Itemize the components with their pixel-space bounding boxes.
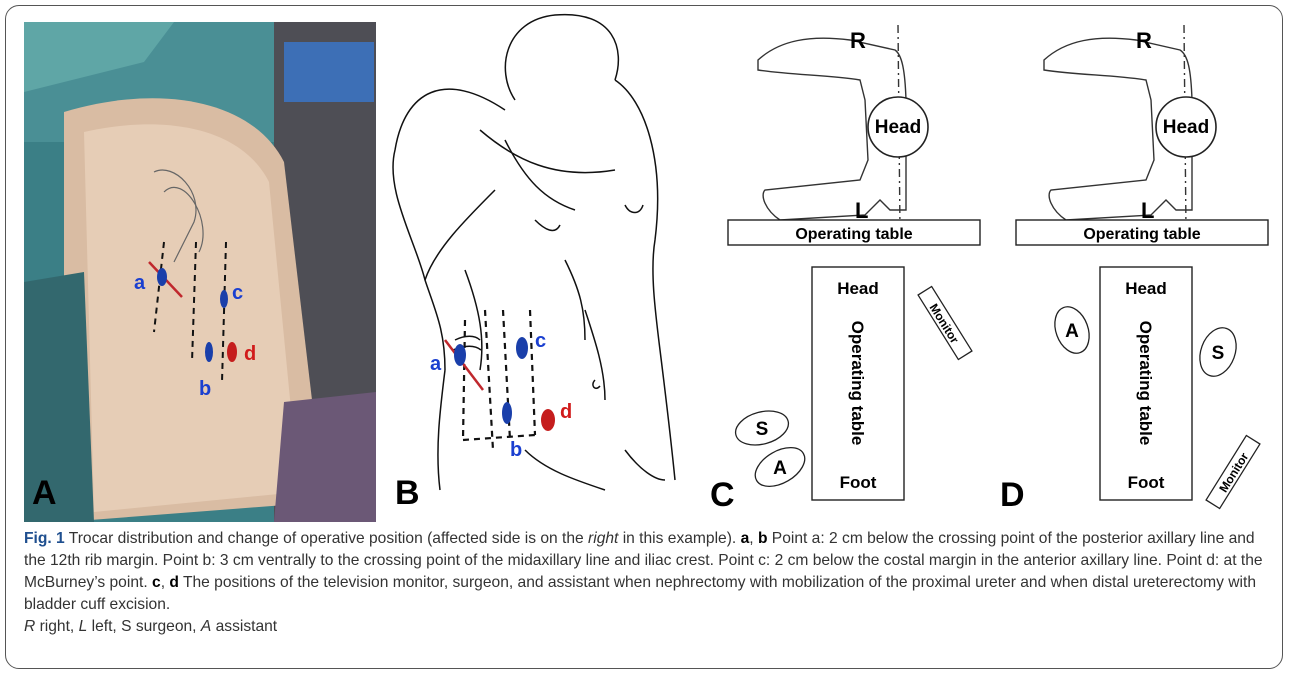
position-diagram-c-svg: Head R L Operating table Head Foot Opera…: [720, 10, 1000, 522]
photo-point-c-marker: [220, 290, 228, 308]
drawing-label-c: c: [535, 330, 546, 352]
table-head-c: Head: [837, 279, 879, 298]
operating-table-bar-c-label: Operating table: [795, 226, 912, 243]
caption-intro-end: in this example).: [618, 530, 740, 547]
caption-abbr-l-text: left, S surgeon,: [87, 618, 201, 635]
drawing-label-a: a: [430, 353, 442, 375]
caption-abbr-l: L: [79, 618, 88, 635]
head-circle-c-label: Head: [875, 117, 921, 138]
drawing-point-d-marker: [541, 409, 555, 431]
assistant-d-label: A: [1065, 321, 1079, 342]
left-label-d: L: [1141, 198, 1154, 223]
monitor-d: Monitor: [1206, 436, 1260, 509]
panel-letter-b: B: [395, 474, 420, 513]
panel-letter-c: C: [710, 476, 735, 515]
assistant-c-label: A: [773, 458, 787, 479]
caption-abbr-a-text: assistant: [211, 618, 277, 635]
panel-letter-d: D: [1000, 476, 1025, 515]
photo-point-b-marker: [205, 342, 213, 362]
caption-intro: Trocar distribution and change of operat…: [65, 530, 588, 547]
drawing-point-a-marker: [454, 344, 466, 366]
patient-photo: a b c d A: [24, 22, 376, 522]
caption-fig-label: Fig. 1: [24, 530, 65, 547]
table-foot-d: Foot: [1128, 473, 1165, 492]
caption-cd-c: c: [152, 574, 161, 591]
surgeon-d-label: S: [1212, 343, 1225, 364]
photo-label-a: a: [134, 272, 146, 294]
operating-table-bar-d-label: Operating table: [1083, 226, 1200, 243]
right-label-d: R: [1136, 28, 1152, 53]
drawing-point-c-marker: [516, 337, 528, 359]
drawing-point-b-marker: [502, 402, 512, 424]
torso-drawing: a b c d: [385, 10, 700, 522]
table-foot-c: Foot: [840, 473, 877, 492]
caption-abbr-a: A: [201, 618, 211, 635]
table-vertical-c: Operating table: [848, 321, 867, 446]
drawing-label-b: b: [510, 439, 522, 461]
photo-point-a-marker: [157, 268, 167, 286]
head-circle-d-label: Head: [1163, 117, 1209, 138]
position-diagram-d-svg: Head R L Operating table Head Foot Opera…: [1008, 10, 1276, 522]
figure-caption: Fig. 1 Trocar distribution and change of…: [24, 528, 1269, 638]
caption-cd-text: The positions of the television monitor,…: [24, 574, 1256, 613]
caption-ab-a: a: [741, 530, 750, 547]
table-head-d: Head: [1125, 279, 1167, 298]
photo-label-b: b: [199, 378, 211, 400]
drawing-label-d: d: [560, 401, 572, 423]
caption-abbr-r: R: [24, 618, 35, 635]
caption-abbr-r-text: right,: [35, 618, 78, 635]
caption-cd-d: d: [169, 574, 179, 591]
right-label-c: R: [850, 28, 866, 53]
left-label-c: L: [855, 198, 868, 223]
caption-intro-italic: right: [588, 530, 618, 547]
torso-drawing-panel: a b c d B: [385, 10, 700, 522]
position-diagram-d: Head R L Operating table Head Foot Opera…: [1008, 10, 1276, 522]
panel-letter-a: A: [32, 474, 57, 513]
monitor-c: Monitor: [918, 287, 972, 360]
photo-label-d: d: [244, 343, 256, 365]
position-diagram-c: Head R L Operating table Head Foot Opera…: [720, 10, 1000, 522]
photo-label-c: c: [232, 282, 243, 304]
caption-ab-sep: ,: [749, 530, 758, 547]
photo-point-d-marker: [227, 342, 237, 362]
table-vertical-d: Operating table: [1136, 321, 1155, 446]
surgeon-c-label: S: [756, 419, 769, 440]
photo-illustration: a b c d: [24, 22, 376, 522]
